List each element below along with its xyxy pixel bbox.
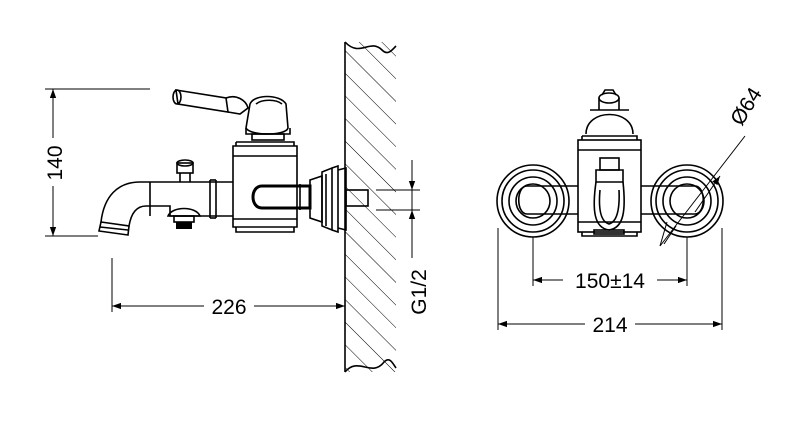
dimension-label-226: 226	[211, 296, 246, 319]
dimension-width-214: 214	[497, 228, 723, 337]
front-spout	[593, 157, 625, 235]
spout	[98, 179, 233, 236]
wall-flange	[309, 164, 369, 234]
dimension-label-214: 214	[592, 314, 627, 337]
lever-handle	[172, 89, 249, 115]
dimension-height-140: 140	[42, 88, 150, 237]
dimension-label-140: 140	[44, 145, 67, 180]
right-flange	[650, 164, 724, 238]
dimension-label-diameter: Ø64	[726, 83, 767, 129]
left-arm	[527, 185, 578, 215]
cartridge-top	[245, 95, 291, 141]
mixer-side-view	[98, 89, 369, 236]
mixer-front-view	[496, 89, 724, 238]
dimension-label-thread: G1/2	[408, 269, 431, 315]
dimension-center-150: 150±14	[532, 237, 688, 293]
diverter-knob	[176, 159, 194, 182]
connector-arm	[251, 184, 312, 210]
front-body	[577, 135, 642, 237]
wall-section	[344, 41, 397, 373]
right-arm	[641, 185, 695, 215]
front-cartridge	[585, 89, 634, 135]
dimension-label-150: 150±14	[575, 270, 645, 293]
aerator-nozzle	[166, 207, 202, 229]
left-flange	[496, 164, 570, 238]
dimension-projection-226: 226	[111, 258, 345, 319]
mixer-body	[232, 141, 298, 233]
dimension-thread-g12: G1/2	[376, 160, 431, 315]
